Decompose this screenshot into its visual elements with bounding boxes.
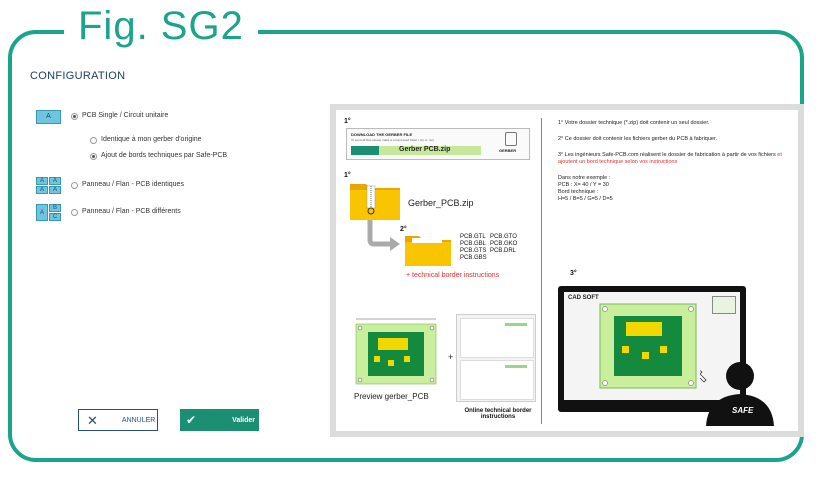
- gerber-file: PCB.GTO: [490, 234, 517, 240]
- panel-identical-radio[interactable]: [71, 182, 78, 189]
- download-button[interactable]: Gerber PCB.zip: [351, 146, 481, 155]
- step-3-label: 3°: [570, 270, 577, 277]
- download-subtitle: To send all files please make a compress…: [351, 138, 434, 142]
- technical-border-label: Ajout de bords techniques par Safe-PCB: [101, 152, 228, 159]
- gerber-file: PCB.GKO: [490, 241, 518, 247]
- cancel-button[interactable]: ✕ ANNULER: [78, 409, 158, 431]
- figure-title: Fig. SG2: [64, 4, 258, 49]
- example-pcb: PCB : X= 40 / Y = 30: [558, 182, 609, 188]
- download-button-tab: [351, 146, 379, 155]
- panel-icon-cell: A: [36, 186, 48, 194]
- online-form-mock: [456, 314, 536, 402]
- panel-different-icon[interactable]: A B C: [36, 204, 61, 221]
- step-1-label: 1°: [344, 118, 351, 125]
- folder-icon: [405, 236, 451, 266]
- single-pcb-radio[interactable]: [71, 113, 78, 120]
- panel-icon-cell: B: [49, 204, 61, 212]
- note-line-3: 3° Les ingénieurs Safe-PCB.com réalisent…: [558, 152, 786, 166]
- form-field: [505, 323, 527, 326]
- identical-gerber-label: Identique à mon gerber d'origine: [101, 136, 202, 143]
- monitor: CAD SOFT: [558, 286, 746, 412]
- brand-label: SAFE: [732, 406, 754, 415]
- gerber-file: PCB.GTL: [460, 234, 486, 240]
- note-line-3a: 3° Les ingénieurs Safe-PCB.com réalisent…: [558, 152, 776, 158]
- form-field: [505, 365, 527, 368]
- panel-icon-cell: A: [49, 177, 61, 185]
- validate-button[interactable]: ✔ Valider: [180, 409, 259, 431]
- identical-gerber-radio[interactable]: [90, 137, 97, 144]
- panel-identical-label: Panneau / Flan - PCB identiques: [82, 181, 184, 188]
- step-1b-label: 1°: [344, 172, 351, 179]
- monitor-screen: CAD SOFT: [564, 292, 740, 400]
- example-border-title: Bord technique :: [558, 189, 599, 195]
- gerber-file: PCB.DRL: [490, 248, 517, 254]
- gerber-file: PCB.GBL: [460, 241, 487, 247]
- single-pcb-label: PCB Single / Circuit unitaire: [82, 112, 169, 119]
- online-label: Online technical border instructions: [464, 408, 532, 420]
- panel-icon-cell: A: [36, 177, 48, 185]
- pcb-cad-view: [599, 303, 697, 389]
- single-pcb-icon[interactable]: A: [36, 110, 61, 124]
- panel-different-label: Panneau / Flan - PCB différents: [82, 208, 181, 215]
- step-2-label: 2°: [400, 226, 407, 233]
- panel-identical-icon[interactable]: A A A A: [36, 177, 61, 194]
- divider: [541, 118, 542, 424]
- preview-label: Preview gerber_PCB: [354, 392, 429, 401]
- technical-border-note: + technical border instructions: [406, 272, 500, 279]
- file-icon: [505, 132, 517, 146]
- engineer-icon: [700, 362, 774, 426]
- download-title: DOWNLOAD THE GERBER FILE: [351, 132, 413, 137]
- gerber-file: PCB.GBS: [460, 255, 487, 261]
- download-box: DOWNLOAD THE GERBER FILE To send all fil…: [346, 128, 530, 160]
- technical-border-radio[interactable]: [90, 153, 97, 160]
- arrow-down-right-icon: [367, 220, 400, 251]
- check-icon: ✔: [186, 413, 197, 427]
- panel-thumbnail-icon: [712, 296, 736, 314]
- illustration-panel: 1° DOWNLOAD THE GERBER FILE To send all …: [330, 104, 804, 437]
- note-line-1: 1° Votre dossier technique (*.zip) doit …: [558, 120, 710, 126]
- gerber-file: PCB.GTS: [460, 248, 487, 254]
- cancel-label: ANNULER: [121, 416, 156, 424]
- note-line-2: 2° Ce dossier doit contenir les fichiers…: [558, 136, 718, 142]
- notes: 1° Votre dossier technique (*.zip) doit …: [558, 120, 786, 203]
- note-line-3b: et ajoutent un bord technique selon vos …: [558, 152, 782, 165]
- illustration-canvas: 1° DOWNLOAD THE GERBER FILE To send all …: [336, 110, 798, 431]
- cad-soft-label: CAD SOFT: [568, 295, 599, 301]
- panel-different-radio[interactable]: [71, 209, 78, 216]
- panel-icon-cell: A: [36, 204, 48, 221]
- panel-icon-cell: A: [49, 186, 61, 194]
- example-title: Dans notre exemple :: [558, 175, 611, 181]
- close-icon: ✕: [87, 412, 98, 428]
- example-border: H=5 / B=5 / G=5 / D=5: [558, 196, 613, 202]
- plus-sign: +: [448, 352, 454, 362]
- pcb-preview: [355, 318, 437, 385]
- gerber-tag: GERBER: [499, 148, 517, 153]
- zip-folder-icon: [350, 184, 400, 220]
- validate-label: Valider: [232, 416, 256, 424]
- panel-icon-cell: C: [49, 213, 61, 221]
- zip-filename: Gerber_PCB.zip: [408, 198, 474, 208]
- download-button-label: Gerber PCB.zip: [399, 146, 451, 153]
- config-title: CONFIGURATION: [30, 70, 126, 82]
- technical-border-text: technical border instructions: [412, 272, 500, 279]
